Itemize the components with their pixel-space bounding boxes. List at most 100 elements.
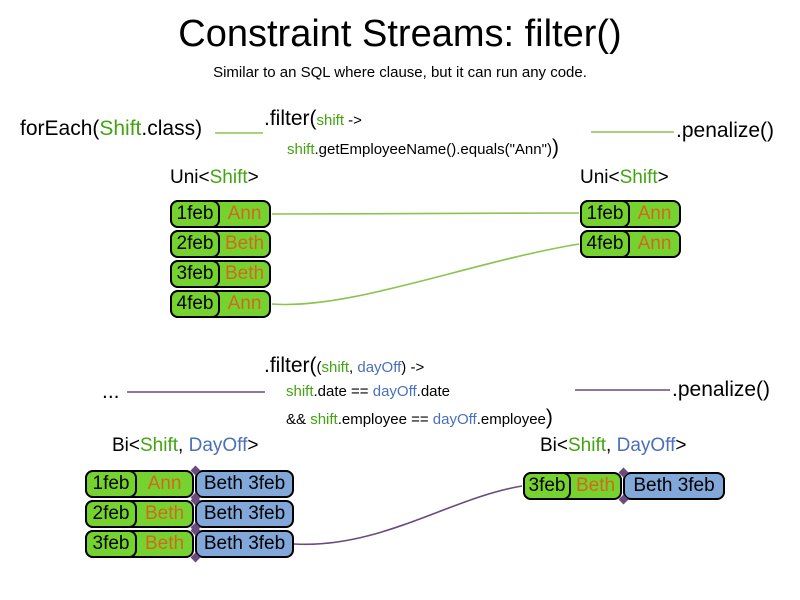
code-filter-2-line3: && shift.employee == dayOff.employee) [286,405,553,431]
code-segment: , [349,359,358,376]
code-segment: > [657,167,669,188]
bi-row: 2feb Beth Beth 3feb [85,500,294,528]
shift-row: 4feb Ann [170,290,271,318]
bi-left-table: 1feb Ann Beth 3feb 2feb Beth Beth 3feb 3… [85,470,294,560]
code-segment: > [247,435,259,456]
code-segment: Shift [568,435,607,456]
code-segment: ... [102,380,120,403]
code-segment: dayOff [357,359,402,376]
code-segment: , [178,435,189,456]
shift-date: 1feb [170,200,220,228]
code-segment: DayOff [616,435,676,456]
code-segment: .getEmployeeName().equals("Ann") [314,141,552,158]
code-segment: shift [287,141,315,158]
code-segment: Uni< [580,167,620,188]
dayoff-card: Beth 3feb [195,530,294,558]
shift-employee: Ann [147,473,182,494]
code-segment: DayOff [188,435,248,456]
code-ellipsis: ... [102,379,120,405]
code-segment: Shift [99,117,142,140]
shift-employee: Beth [144,503,185,524]
shift-employee: Beth [224,233,265,254]
code-segment: ) [545,406,553,429]
code-segment: .employee == [337,411,433,428]
shift-employee: Ann [637,233,672,254]
slide-subtitle: Similar to an SQL where clause, but it c… [213,64,587,81]
shift-employee: Ann [227,293,262,314]
shift-employee: Ann [227,203,262,224]
code-segment: Shift [619,167,658,188]
code-segment: -> [406,359,425,376]
code-segment: forEach( [20,117,100,140]
code-segment: ) [401,359,407,376]
dayoff-card: Beth 3feb [195,500,294,528]
shift-card: 2feb Beth [170,230,271,258]
code-segment: .date [416,383,451,400]
code-segment: .date == [313,383,373,400]
bi-connection-3feb-line [293,485,523,546]
bi-right-table: 3feb Beth Beth 3feb [523,472,725,502]
shift-employee: Ann [637,203,672,224]
shift-row: 3feb Beth [170,260,271,288]
code-segment: > [247,167,259,188]
shift-date: 4feb [580,230,630,258]
dayoff-card: Beth 3feb [623,472,725,500]
code-segment: dayOff [432,411,477,428]
code-segment: Shift [209,167,248,188]
code-segment: .filter( [264,354,317,377]
code-segment: shift [310,411,338,428]
bi-left-label: Bi<Shift, DayOff> [112,434,258,457]
code-filter-1: .filter(shift -> shift.getEmployeeName()… [264,106,559,161]
shift-date: 3feb [523,472,571,500]
uni-left-table: 1feb Ann 2feb Beth 3feb Beth 4feb Ann [170,200,271,320]
code-segment: Uni< [170,167,210,188]
shift-card: 4feb Ann [580,230,681,258]
code-segment: ) [551,136,559,159]
code-segment: .filter( [264,107,317,130]
code-foreach: forEach(Shift.class) [20,116,202,142]
code-filter-2: .filter((shift, dayOff) -> shift.date ==… [264,353,553,431]
shift-row: 1feb Ann [170,200,271,228]
code-segment: shift [321,359,350,376]
shift-row: 2feb Beth [170,230,271,258]
shift-date: 2feb [170,230,220,258]
code-segment: ( [316,359,322,376]
code-segment: -> [344,112,362,129]
code-segment: .penalize() [676,119,775,142]
uni-right-label: Uni<Shift> [580,166,669,189]
shift-employee: Beth [575,475,616,496]
code-segment: , [606,435,617,456]
code-segment: > [675,435,687,456]
code-segment: .class) [141,117,203,140]
uni-connection-4feb-line [271,243,580,306]
uni-connection-1feb-line [271,212,580,215]
bi-row: 3feb Beth Beth 3feb [85,530,294,558]
code-filter-2-line1: .filter((shift, dayOff) -> [264,353,553,379]
shift-card: 1feb Ann [85,470,194,498]
code-segment: Bi< [112,435,140,456]
shift-card: 2feb Beth [85,500,194,528]
shift-row: 1feb Ann [580,200,681,228]
shift-row: 4feb Ann [580,230,681,258]
code-segment: shift [316,112,345,129]
shift-date: 3feb [85,530,137,558]
shift-card: 3feb Beth [170,260,271,288]
code-segment: Bi< [540,435,568,456]
code-filter-1-line1: .filter(shift -> [264,106,559,132]
shift-date: 3feb [170,260,220,288]
code-penalize-1: .penalize() [676,118,774,144]
code-segment: shift [286,383,314,400]
code-segment: .employee [476,411,546,428]
shift-date: 1feb [85,470,137,498]
bi-right-label: Bi<Shift, DayOff> [540,434,686,457]
shift-card: 1feb Ann [170,200,271,228]
shift-date: 1feb [580,200,630,228]
code-segment: .penalize() [672,378,771,401]
bi-row: 3feb Beth Beth 3feb [523,472,725,500]
shift-date: 4feb [170,290,220,318]
code-segment: Shift [140,435,179,456]
bi-row: 1feb Ann Beth 3feb [85,470,294,498]
uni-right-table: 1feb Ann 4feb Ann [580,200,681,260]
uni-left-label: Uni<Shift> [170,166,259,189]
shift-card: 4feb Ann [170,290,271,318]
